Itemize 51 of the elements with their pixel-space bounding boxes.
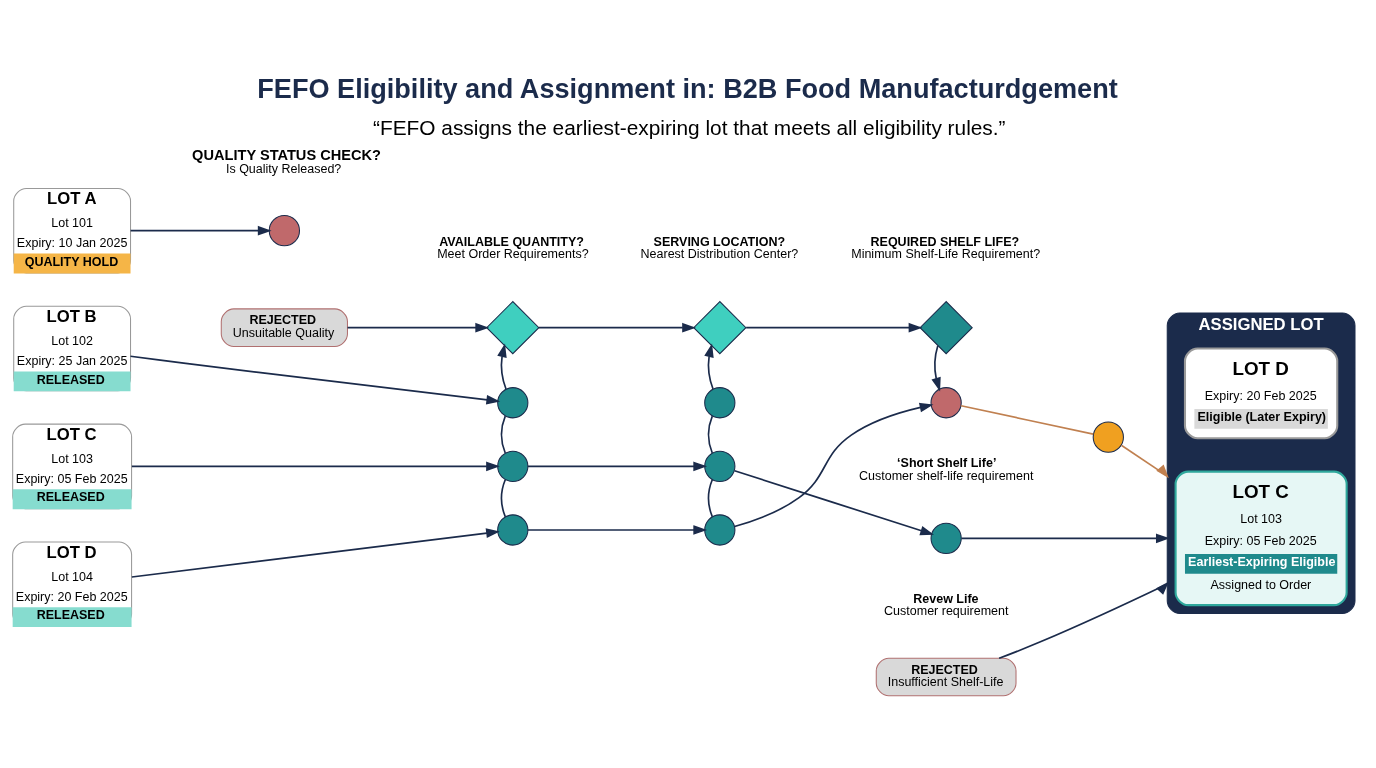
arrow — [960, 533, 1170, 543]
node-label: SERVING LOCATION? — [653, 234, 786, 249]
node-box: LOT D Expiry: 20 Feb 2025 Eligible (Later Expiry) — [1183, 346, 1339, 439]
node-diamond — [693, 300, 747, 354]
node-label: AVAILABLE QUANTITY? — [439, 234, 584, 249]
node-diamond — [485, 300, 540, 354]
arrow — [1120, 444, 1169, 478]
arrow — [129, 225, 272, 235]
arrow — [527, 461, 708, 471]
label: QUALITY STATUS CHECK? — [192, 146, 381, 163]
node-box: LOT C Lot 103 Expiry: 05 Feb 2025 Earliest-Expiring Eligible Assigned to Order — [1174, 470, 1348, 606]
arrow — [346, 322, 490, 332]
connector — [707, 478, 714, 517]
diagram-title: FEFO Eligibility and Assignment in: B2B Food Manufacturdgement — [257, 72, 1118, 104]
connector — [707, 414, 714, 454]
node-circle — [704, 386, 736, 418]
node-circle — [930, 386, 962, 418]
node-label: REQUIRED SHELF LIFE? — [870, 234, 1020, 249]
caption: “FEFO assigns the earliest-expiring lot that meets all eligibility rules.” — [373, 115, 1006, 139]
arrow — [704, 342, 714, 390]
arrow — [733, 469, 934, 535]
node-label: Nearest Distribution Center? — [640, 246, 799, 261]
connector — [960, 404, 1095, 435]
node-label: Revew Life — [913, 591, 979, 606]
label: Is Quality Released? — [225, 161, 342, 176]
node-circle — [704, 450, 736, 482]
arrow — [998, 580, 1169, 659]
arrow — [131, 461, 500, 471]
node-box: REJECTED Unsuitable Quality — [220, 307, 348, 347]
arrow — [131, 527, 500, 578]
node-label: Customer shelf-life requirement — [859, 468, 1034, 483]
node-label: ‘Short Shelf Life’ — [897, 455, 997, 470]
node-circle — [497, 513, 529, 546]
connector — [500, 478, 507, 517]
node-diamond — [919, 300, 973, 354]
node-circle — [268, 214, 300, 246]
connector — [500, 414, 507, 454]
arrow — [931, 344, 941, 391]
node-circle — [930, 522, 962, 554]
node-label: Customer requirement — [884, 603, 1009, 618]
node-circle — [497, 450, 529, 482]
arrow — [527, 524, 708, 535]
arrow — [497, 342, 507, 390]
arrow — [733, 402, 934, 527]
arrow — [745, 322, 923, 332]
node-box: REJECTED Insufficient Shelf-Life — [875, 657, 1017, 696]
arrow — [538, 322, 696, 332]
node-circle — [704, 513, 736, 546]
node-circle — [497, 386, 529, 418]
arrow — [129, 354, 501, 405]
node-circle — [1092, 421, 1124, 453]
